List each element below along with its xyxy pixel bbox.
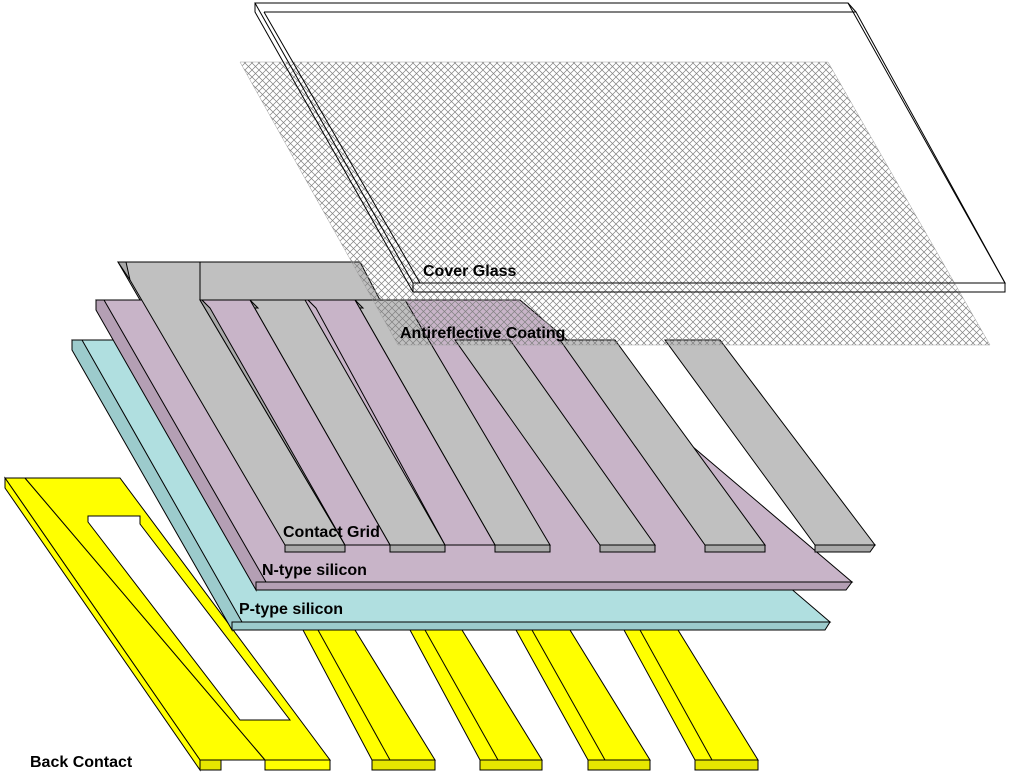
cover-glass-label: Cover Glass [423, 263, 516, 280]
back-contact-bar-1-front [264, 759, 331, 771]
antireflective-coating-label: Antireflective Coating [400, 325, 565, 342]
contact-grid-layer [117, 261, 877, 553]
back-contact-frame-side [199, 759, 222, 771]
back-contact-window [87, 515, 292, 721]
back-contact-label: Back Contact [30, 754, 133, 771]
p-type-silicon-label: P-type silicon [239, 601, 343, 618]
back-contact-layer [4, 476, 759, 772]
antireflective-coating-layer [239, 61, 991, 346]
cover-glass-layer [254, 2, 1006, 293]
back-contact-frame-front [4, 476, 201, 772]
n-type-front-face [255, 581, 853, 591]
p-type-front-face [231, 621, 831, 631]
back-contact-finger-3 [409, 629, 543, 771]
back-contact-finger-2 [302, 629, 436, 771]
n-type-silicon-label: N-type silicon [262, 562, 367, 579]
back-contact-finger-4 [515, 629, 651, 771]
contact-grid-slot-1 [200, 299, 391, 546]
contact-grid-label: Contact Grid [283, 524, 380, 541]
contact-grid-slot-2 [306, 299, 496, 546]
antireflective-coating-sheet [239, 61, 991, 346]
back-contact-finger-5 [623, 629, 759, 771]
